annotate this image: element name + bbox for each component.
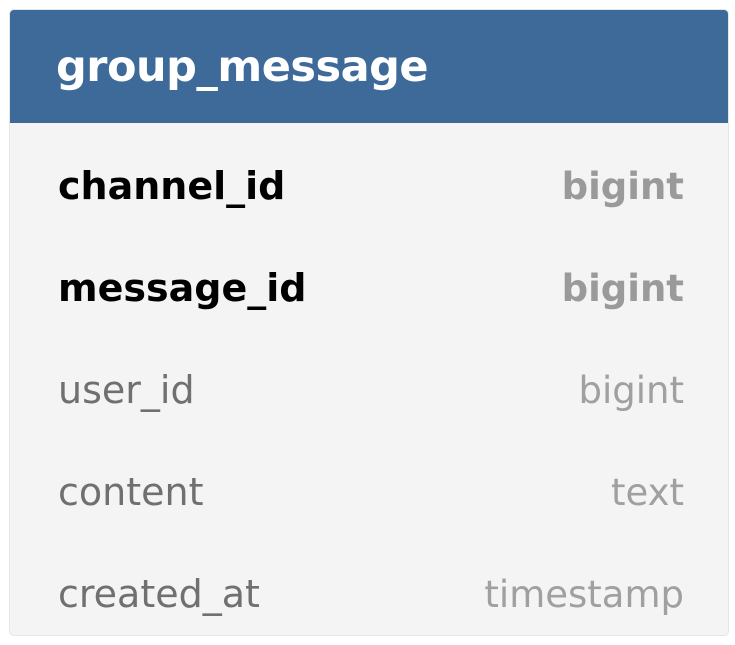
column-type: bigint [561,164,684,208]
column-row-channel-id[interactable]: channel_id bigint [10,135,728,237]
column-name: message_id [58,266,307,310]
column-type: text [610,470,684,514]
column-type: bigint [578,368,685,412]
column-name: created_at [58,572,260,616]
column-row-content[interactable]: content text [10,441,728,543]
column-row-message-id[interactable]: message_id bigint [10,237,728,339]
table-header[interactable]: group_message [10,10,728,123]
column-type: timestamp [484,572,684,616]
column-row-created-at[interactable]: created_at timestamp [10,543,728,635]
column-name: user_id [58,368,195,412]
table-title: group_message [56,41,429,92]
column-row-user-id[interactable]: user_id bigint [10,339,728,441]
column-type: bigint [561,266,684,310]
column-list: channel_id bigint message_id bigint user… [10,135,728,635]
column-name: content [58,470,204,514]
table-card-group-message[interactable]: group_message channel_id bigint message_… [10,10,728,635]
column-name: channel_id [58,164,286,208]
